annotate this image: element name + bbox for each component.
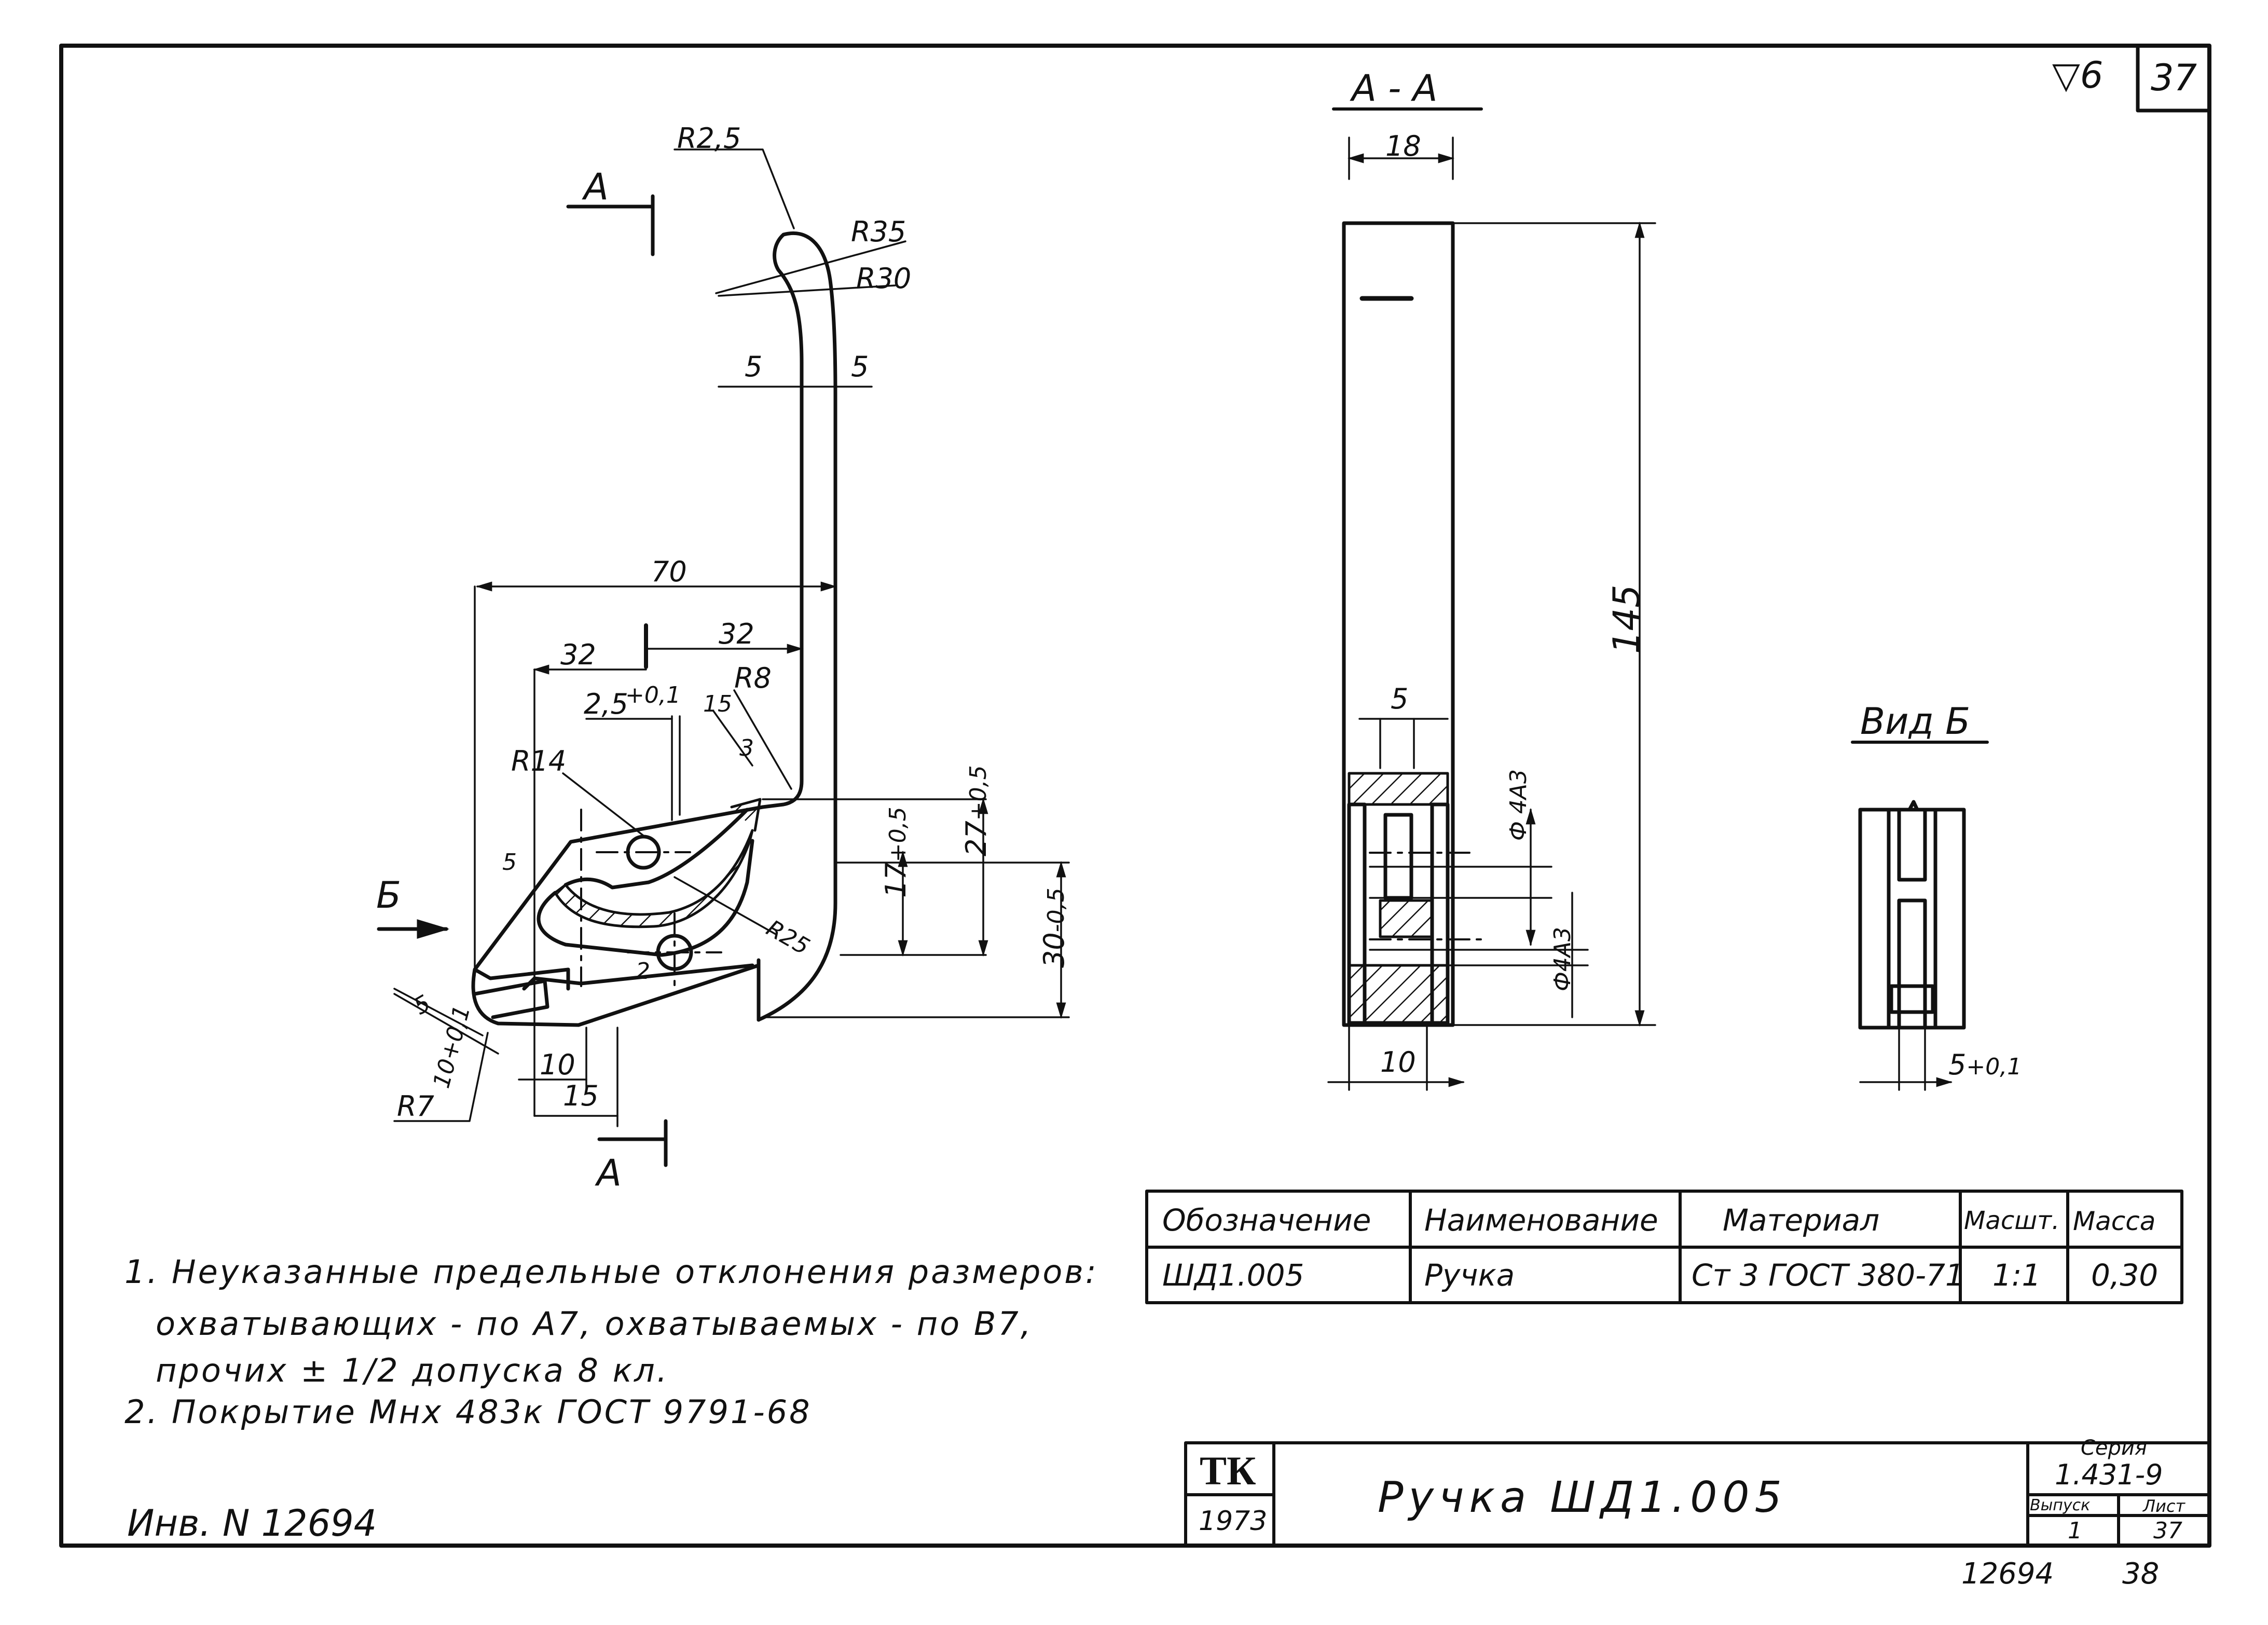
dim-32-left: 32 xyxy=(560,638,596,671)
front-view xyxy=(377,194,837,1167)
dim-thickness-right: 5 xyxy=(851,350,869,383)
dim-5-left: 5 xyxy=(502,849,517,876)
spec-material: Ст 3 ГОСТ 380-71 xyxy=(1692,1258,1964,1293)
title-block-issue-label: Выпуск xyxy=(2030,1496,2091,1514)
note-line-1: 1. Неуказанные предельные отклонения раз… xyxy=(125,1253,1098,1291)
view-b-arrow-label: Б xyxy=(376,874,402,917)
title-block-sheet: 37 xyxy=(2153,1518,2182,1544)
section-mark-a-top: А xyxy=(584,166,609,208)
title-block-series-label: Серия xyxy=(2081,1436,2147,1460)
roughness-symbol: ▽6 xyxy=(2052,54,2104,97)
spec-header-mass: Масса xyxy=(2073,1206,2156,1236)
section-mark-a-bottom: А xyxy=(597,1152,622,1194)
dim-70: 70 xyxy=(651,555,687,588)
front-view-dimensions xyxy=(393,148,1070,1127)
note-line-3: прочих ± 1/2 допуска 8 кл. xyxy=(156,1351,669,1389)
sheet-number-box xyxy=(2136,44,2211,113)
dim-r14: R14 xyxy=(511,745,567,777)
dim-32-right: 32 xyxy=(719,618,754,650)
dim-thickness-left: 5 xyxy=(745,350,763,383)
inventory-number: Инв. N 12694 xyxy=(127,1502,377,1545)
spec-table-grid xyxy=(1145,1190,2183,1304)
view-b-title: Вид Б xyxy=(1860,700,1971,743)
footer-inventory: 12694 xyxy=(1961,1557,2054,1591)
sheet-frame xyxy=(59,44,2211,1548)
spec-header-designation: Обозначение xyxy=(1162,1203,1371,1238)
dim-30: 30-0,5 xyxy=(1038,887,1070,968)
spec-scale: 1:1 xyxy=(1992,1258,2041,1293)
dim-3: 3 xyxy=(739,735,754,761)
dim-slot-tolerance: +0,1 xyxy=(625,682,681,708)
dim-10: 10 xyxy=(540,1048,575,1081)
spec-mass: 0,30 xyxy=(2091,1258,2159,1293)
dim-r30: R30 xyxy=(856,262,912,295)
dim-a-5: 5 xyxy=(1391,682,1409,715)
note-line-4: 2. Покрытие Мнх 483к ГОСТ 9791-68 xyxy=(125,1393,812,1431)
dim-r35: R35 xyxy=(851,215,906,248)
note-line-2: охватывающих - по А7, охватываемых - по … xyxy=(156,1305,1033,1343)
section-aa xyxy=(1332,107,1483,1027)
spec-designation: ШД1.005 xyxy=(1162,1258,1304,1293)
footer-page: 38 xyxy=(2122,1557,2160,1591)
dim-17: 17+0,5 xyxy=(879,807,912,898)
sheet-number: 37 xyxy=(2151,57,2197,99)
spec-header-scale: Масшт. xyxy=(1964,1206,2060,1235)
section-aa-title: А - А xyxy=(1352,67,1438,110)
dim-15: 15 xyxy=(563,1080,599,1112)
title-block-title: Ручка ШД1.005 xyxy=(1378,1473,1787,1522)
dim-18: 18 xyxy=(1385,130,1421,162)
title-block-year: 1973 xyxy=(1199,1506,1268,1537)
dim-slot-2-5: 2,5 xyxy=(584,688,628,720)
spec-header-material: Материал xyxy=(1723,1203,1880,1238)
view-b xyxy=(1851,741,1989,1030)
sector-hatch xyxy=(554,829,754,928)
title-block-grid xyxy=(1184,1441,2211,1547)
title-block-series: 1.431-9 xyxy=(2055,1458,2163,1491)
dim-hole-1: Ф 4А3 xyxy=(1505,769,1532,841)
spec-header-name: Наименование xyxy=(1424,1203,1658,1238)
dim-r8: R8 xyxy=(734,662,772,694)
dim-hole-2: Ф4А3 xyxy=(1549,927,1576,991)
title-block-org: ТК xyxy=(1200,1448,1256,1493)
dim-r2-5: R2,5 xyxy=(677,122,741,155)
dim-15-top: 15 xyxy=(703,691,732,717)
dim-145: 145 xyxy=(1605,584,1648,654)
title-block-sheet-label: Лист xyxy=(2143,1496,2185,1516)
dim-a-10: 10 xyxy=(1380,1046,1416,1078)
dim-27: 27+0,5 xyxy=(960,765,993,856)
dim-view-b-5: 5+0,1 xyxy=(1948,1048,2022,1081)
dim-r7: R7 xyxy=(397,1090,434,1123)
spec-name: Ручка xyxy=(1424,1258,1515,1293)
title-block-issue: 1 xyxy=(2068,1518,2082,1544)
dim-2: 2 xyxy=(636,958,650,985)
